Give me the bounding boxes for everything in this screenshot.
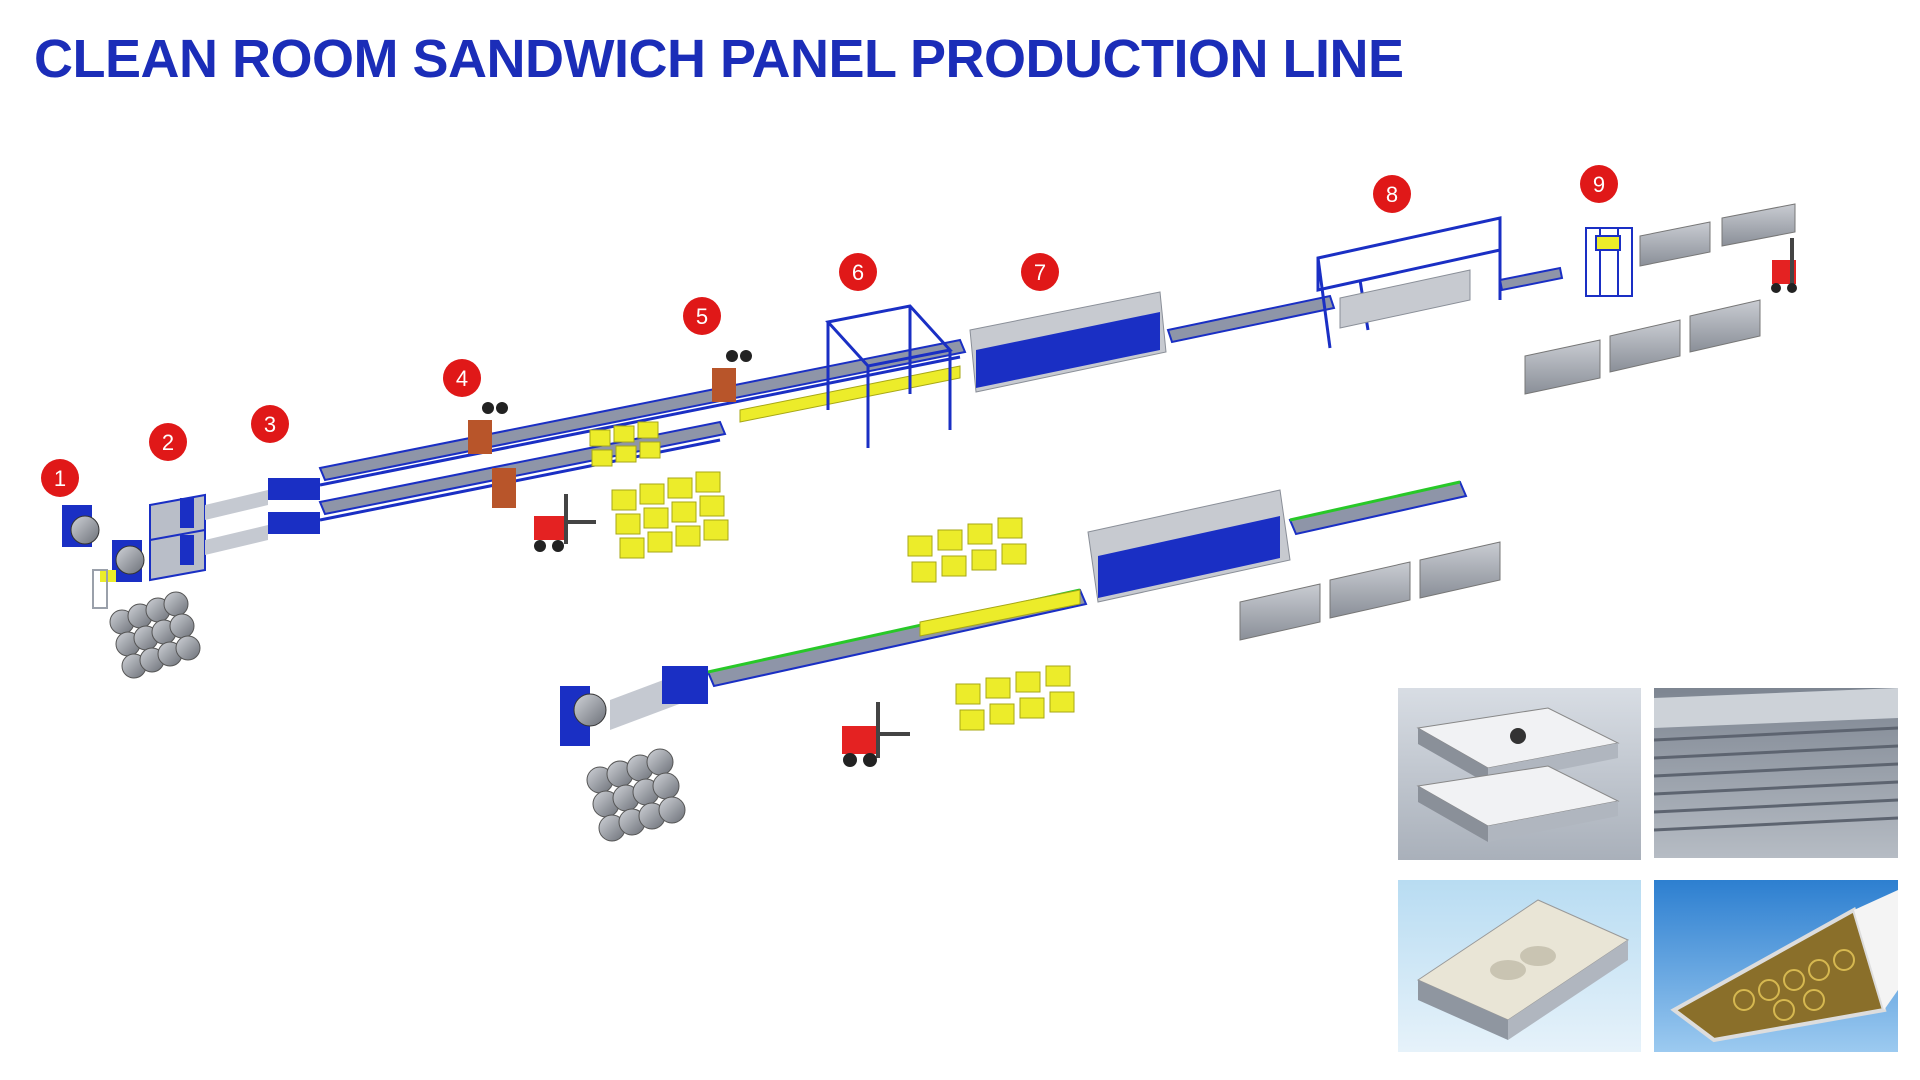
station-marker-circle: [1373, 175, 1411, 213]
station-number: 9: [1593, 172, 1605, 197]
forklift: [842, 702, 910, 767]
station-number: 8: [1386, 182, 1398, 207]
forklift: [1771, 238, 1797, 293]
station-marker-circle: [149, 423, 187, 461]
station-marker-circle: [41, 459, 79, 497]
station-number: 6: [852, 260, 864, 285]
panel-edge-photo: [1654, 688, 1898, 858]
station-marker-4: 4: [443, 359, 481, 397]
panel-stack-picture: [1416, 707, 1620, 842]
core-material-stacks: [589, 365, 961, 559]
cutting-frame: [1316, 216, 1502, 349]
glue-cabinet: [712, 368, 736, 402]
forming-machine: [149, 493, 206, 582]
forklift: [534, 494, 596, 552]
aluminium-honeycomb-picture: [1670, 890, 1898, 1043]
station-marker-circle: [683, 297, 721, 335]
station-marker-circle: [1021, 253, 1059, 291]
station-marker-9: 9: [1580, 165, 1618, 203]
lower-line: [560, 480, 1501, 842]
station-number: 5: [696, 304, 708, 329]
double-belt-press: [969, 291, 1167, 393]
paper-honeycomb-picture: [1416, 899, 1630, 1040]
glue-cabinet: [468, 420, 492, 454]
station-marker-circle: [251, 405, 289, 443]
station-number: 2: [162, 430, 174, 455]
station-number: 4: [456, 366, 468, 391]
station-marker-7: 7: [1021, 253, 1059, 291]
station-number: 1: [54, 466, 66, 491]
panel-stack-photo: [1398, 688, 1641, 860]
uncoiler-machine: [62, 505, 145, 582]
upper-conveyor-b: [318, 420, 727, 516]
station-marker-5: 5: [683, 297, 721, 335]
stacker-machine: [1585, 227, 1633, 297]
station-markers: 1 2 3 4 5 6 7 8 9: [41, 165, 1618, 497]
station-marker-3: 3: [251, 405, 289, 443]
uncoiler-machine: [560, 666, 708, 746]
station-number: 7: [1034, 260, 1046, 285]
station-marker-8: 8: [1373, 175, 1411, 213]
station-marker-2: 2: [149, 423, 187, 461]
panel-edge-picture: [1654, 688, 1898, 832]
station-marker-circle: [839, 253, 877, 291]
aluminium-honeycomb-corner-photo: [1654, 880, 1898, 1052]
output-conveyor: [1166, 294, 1336, 344]
station-number: 3: [264, 412, 276, 437]
steel-coils: [586, 748, 686, 842]
core-laying-frame: [825, 304, 953, 448]
output-conveyor: [1288, 480, 1468, 536]
finished-panel-stacks: [1239, 541, 1501, 641]
page-title: CLEAN ROOM SANDWICH PANEL PRODUCTION LIN…: [34, 29, 1404, 89]
finished-panel-stacks: [1524, 203, 1796, 395]
upper-line: [62, 203, 1797, 609]
station-marker-6: 6: [839, 253, 877, 291]
station-marker-1: 1: [41, 459, 79, 497]
station-marker-circle: [443, 359, 481, 397]
roll-forming-machine: [205, 478, 320, 555]
core-material-stacks: [907, 517, 1081, 731]
station-marker-circle: [1580, 165, 1618, 203]
paper-honeycomb-corner-photo: [1398, 880, 1641, 1052]
double-belt-press: [1087, 489, 1291, 603]
steel-coils: [109, 591, 201, 679]
